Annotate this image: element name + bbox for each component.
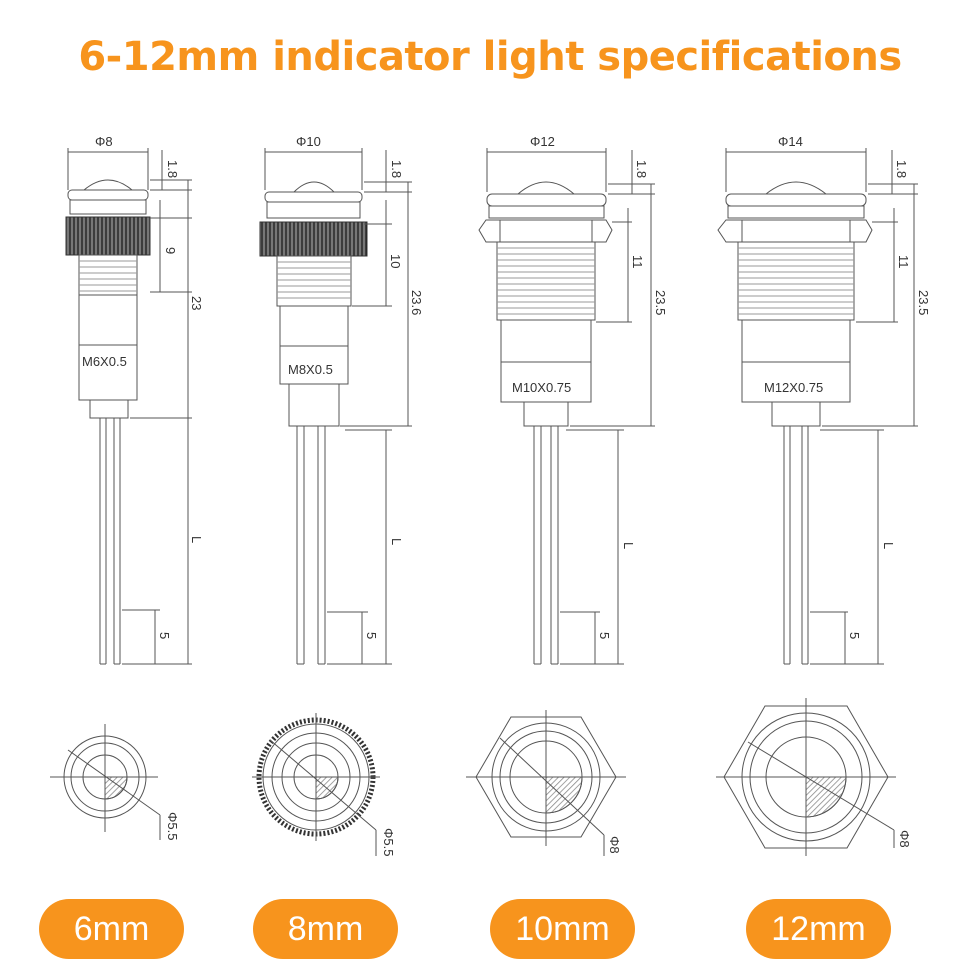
dim-nut-8mm: 10 bbox=[388, 254, 403, 268]
side-view-10mm bbox=[478, 148, 655, 665]
page-title: 6-12mm indicator light specifications bbox=[78, 34, 902, 80]
dim-diameter-8mm: Φ10 bbox=[296, 134, 321, 149]
dim-diameter-12mm: Φ14 bbox=[778, 134, 803, 149]
dim-tip-6mm: 5 bbox=[157, 632, 172, 639]
dim-total-10mm: 23.5 bbox=[653, 290, 668, 315]
thread-label-8mm: M8X0.5 bbox=[288, 362, 333, 377]
dim-diameter-6mm: Φ8 bbox=[95, 134, 113, 149]
dim-head-6mm: 1.8 bbox=[165, 160, 180, 178]
side-view-8mm bbox=[259, 148, 412, 665]
size-label-8mm: 8mm bbox=[253, 899, 398, 959]
size-label-12mm: 12mm bbox=[746, 899, 891, 959]
top-view-10mm bbox=[466, 710, 626, 856]
dim-tip-10mm: 5 bbox=[597, 632, 612, 639]
dim-lens-10mm: Φ8 bbox=[607, 836, 622, 854]
side-view-12mm bbox=[717, 148, 918, 665]
dim-lens-6mm: Φ5.5 bbox=[165, 812, 180, 840]
dim-lens-8mm: Φ5.5 bbox=[381, 828, 396, 856]
dim-tip-12mm: 5 bbox=[847, 632, 862, 639]
dim-head-12mm: 1.8 bbox=[894, 160, 909, 178]
dim-total-8mm: 23.6 bbox=[409, 290, 424, 315]
side-view-6mm bbox=[65, 148, 192, 665]
top-view-6mm bbox=[50, 724, 161, 840]
dim-tip-8mm: 5 bbox=[364, 632, 379, 639]
dim-lead-6mm: L bbox=[189, 536, 204, 543]
dim-lead-12mm: L bbox=[881, 542, 896, 549]
thread-label-10mm: M10X0.75 bbox=[512, 380, 571, 395]
top-view-8mm bbox=[252, 713, 380, 856]
dim-lens-12mm: Φ8 bbox=[897, 830, 912, 848]
dim-total-12mm: 23.5 bbox=[916, 290, 931, 315]
dim-head-10mm: 1.8 bbox=[634, 160, 649, 178]
thread-label-6mm: M6X0.5 bbox=[82, 354, 127, 369]
dim-nut-12mm: 11 bbox=[896, 255, 911, 269]
thread-label-12mm: M12X0.75 bbox=[764, 380, 823, 395]
dim-head-8mm: 1.8 bbox=[389, 160, 404, 178]
dim-lead-8mm: L bbox=[389, 538, 404, 545]
dim-total-6mm: 23 bbox=[189, 296, 204, 310]
size-label-6mm: 6mm bbox=[39, 899, 184, 959]
dim-diameter-10mm: Φ12 bbox=[530, 134, 555, 149]
top-view-12mm bbox=[716, 698, 896, 856]
dim-nut-10mm: 11 bbox=[630, 255, 645, 269]
dim-lead-10mm: L bbox=[621, 542, 636, 549]
size-label-10mm: 10mm bbox=[490, 899, 635, 959]
dim-nut-6mm: 9 bbox=[163, 247, 178, 254]
